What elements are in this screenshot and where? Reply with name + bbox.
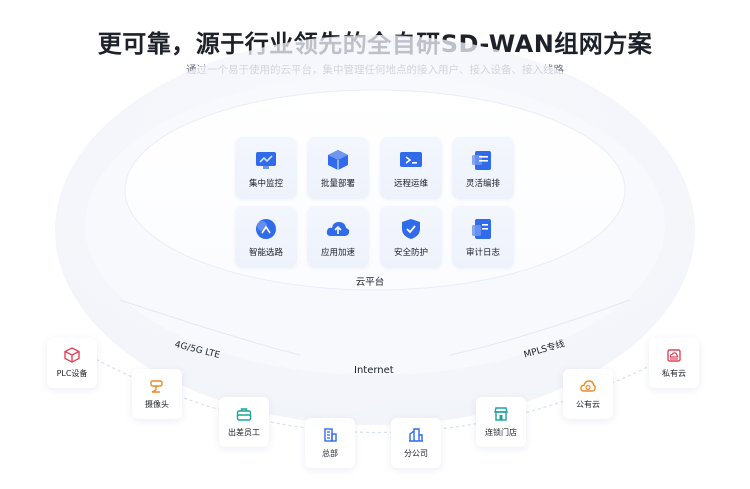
endpoint-card: PLC设备 [47,338,97,388]
endpoint-label: 出差员工 [228,428,260,437]
feature-label: 批量部署 [320,179,355,189]
endpoint-label: 分公司 [404,449,428,458]
feature-label: 远程运维 [393,179,428,189]
endpoint-card: 公有云 [563,369,613,419]
feature-tile: 集中监控 [235,137,297,199]
feature-tile: 审计日志 [452,206,514,268]
feature-label: 智能选路 [248,248,283,258]
endpoint-card: 摄像头 [132,369,182,419]
feature-tile: 批量部署 [307,137,369,199]
plc-box-icon [64,347,80,363]
feature-tile: 应用加速 [307,206,369,268]
remote-ops-icon [399,149,423,171]
branch-building-icon [408,427,424,443]
feature-label: 应用加速 [320,248,355,258]
route-select-icon [254,218,278,240]
cloud-accelerate-icon [326,218,350,240]
orchestration-icon [471,149,495,171]
briefcase-icon [236,406,252,422]
feature-tile: 灵活编排 [452,137,514,199]
feature-tile: 远程运维 [380,137,442,199]
endpoint-label: 公有云 [576,400,600,409]
endpoint-card: 分公司 [391,418,441,468]
endpoint-card: 总部 [305,418,355,468]
cloud-platform-disc [124,89,626,291]
headquarters-building-icon [322,427,338,443]
deploy-cube-icon [326,149,350,171]
endpoint-label: PLC设备 [56,369,88,378]
endpoint-label: 连锁门店 [485,428,517,437]
audit-log-icon [471,218,495,240]
feature-label: 灵活编排 [465,179,500,189]
store-icon [493,406,509,422]
feature-tile: 智能选路 [235,206,297,268]
endpoint-card: 出差员工 [219,397,269,447]
public-cloud-icon [580,378,596,394]
endpoint-card: 连锁门店 [476,397,526,447]
feature-label: 集中监控 [248,179,283,189]
feature-tile: 安全防护 [380,206,442,268]
endpoint-card: 私有云 [649,338,699,388]
monitor-chart-icon [254,149,278,171]
shield-icon [399,218,423,240]
camera-icon [149,378,165,394]
feature-label: 审计日志 [465,248,500,258]
feature-label: 安全防护 [393,248,428,258]
cloud-platform-label: 云平台 [355,277,385,288]
private-cloud-icon [666,347,682,363]
internet-link-label: Internet [354,365,394,376]
endpoint-label: 私有云 [662,369,686,378]
mpls-arc [449,299,631,356]
endpoint-label: 总部 [322,449,338,458]
lte-arc [119,299,301,356]
endpoint-label: 摄像头 [145,400,169,409]
